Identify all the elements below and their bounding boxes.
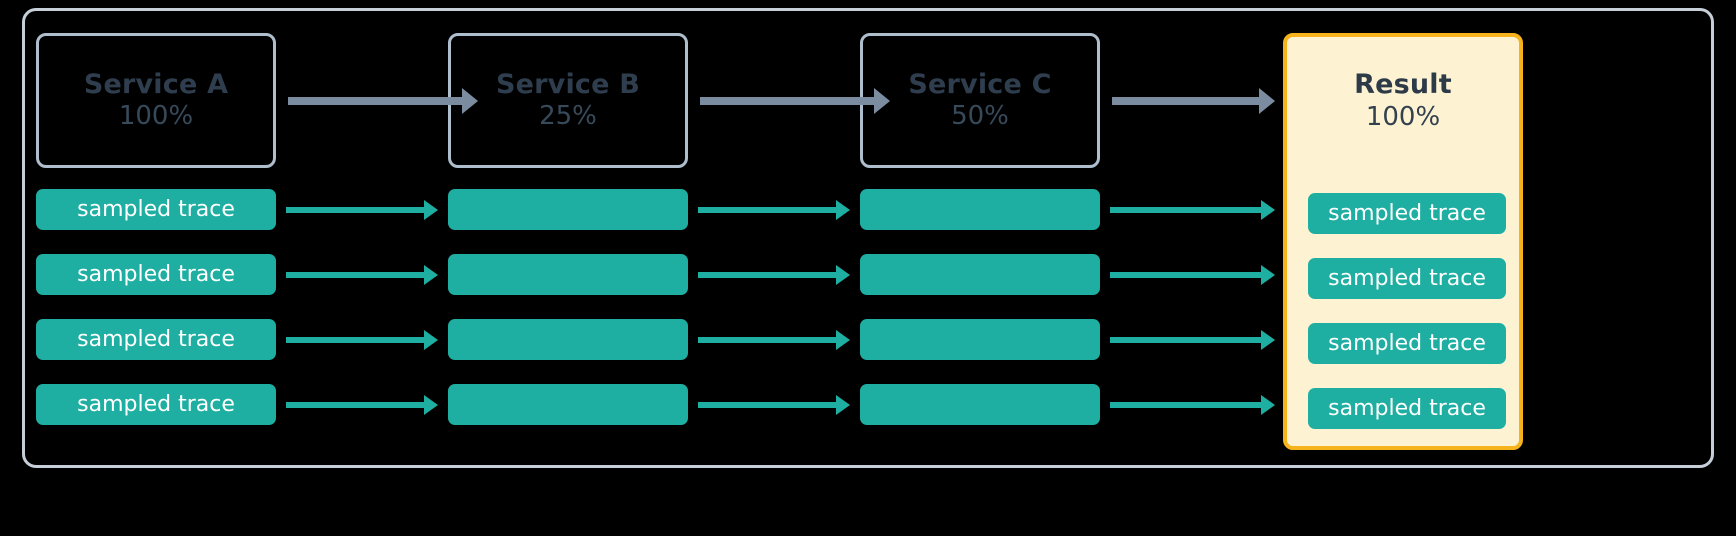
- result-percent: 100%: [1365, 101, 1441, 132]
- flow-arrow-icon: [1112, 88, 1275, 114]
- trace-bar[interactable]: [860, 384, 1100, 425]
- trace-arrow-icon: [286, 395, 438, 415]
- arrow-shaft: [286, 272, 425, 278]
- arrow-shaft: [700, 97, 875, 105]
- trace-bar[interactable]: sampled trace: [36, 319, 276, 360]
- arrow-shaft: [1110, 402, 1262, 408]
- trace-bar[interactable]: [448, 384, 688, 425]
- column-result: Result 100% sampled trace sampled trace …: [1283, 0, 1523, 536]
- arrow-head: [836, 330, 850, 350]
- result-name: Result: [1354, 69, 1452, 101]
- arrow-shaft: [698, 272, 837, 278]
- column-service-a: Service A 100% sampled trace sampled tra…: [36, 0, 276, 536]
- arrow-head: [462, 88, 478, 114]
- trace-label: sampled trace: [77, 326, 235, 352]
- trace-label: sampled trace: [1328, 395, 1486, 421]
- trace-bar[interactable]: sampled trace: [1308, 193, 1506, 234]
- arrow-shaft: [1112, 97, 1260, 105]
- service-name: Service B: [495, 68, 641, 100]
- diagram-outer-frame: [22, 8, 1714, 468]
- trace-label: sampled trace: [77, 261, 235, 287]
- trace-bar[interactable]: sampled trace: [36, 254, 276, 295]
- trace-bar[interactable]: sampled trace: [36, 384, 276, 425]
- arrow-head: [1259, 88, 1275, 114]
- arrow-head: [836, 200, 850, 220]
- trace-label: sampled trace: [77, 391, 235, 417]
- trace-arrow-icon: [1110, 200, 1275, 220]
- service-box-service-b[interactable]: Service B 25%: [448, 33, 688, 168]
- trace-arrow-icon: [698, 395, 850, 415]
- trace-label: sampled trace: [1328, 330, 1486, 356]
- service-box-service-a[interactable]: Service A 100%: [36, 33, 276, 168]
- trace-arrow-icon: [286, 265, 438, 285]
- trace-arrow-icon: [1110, 265, 1275, 285]
- arrow-head: [424, 330, 438, 350]
- trace-arrow-icon: [698, 200, 850, 220]
- arrow-head: [1261, 200, 1275, 220]
- arrow-shaft: [1110, 337, 1262, 343]
- arrow-head: [424, 265, 438, 285]
- trace-bar[interactable]: sampled trace: [36, 189, 276, 230]
- flow-arrow-icon: [288, 88, 478, 114]
- service-name: Service A: [83, 68, 229, 100]
- arrow-head: [874, 88, 890, 114]
- arrow-head: [1261, 330, 1275, 350]
- trace-arrow-icon: [1110, 395, 1275, 415]
- service-percent: 100%: [118, 101, 194, 132]
- flow-arrow-icon: [700, 88, 890, 114]
- service-percent: 50%: [951, 101, 1009, 132]
- service-name: Service C: [908, 68, 1052, 100]
- trace-bar[interactable]: [860, 319, 1100, 360]
- trace-label: sampled trace: [1328, 265, 1486, 291]
- trace-arrow-icon: [698, 330, 850, 350]
- arrow-shaft: [286, 207, 425, 213]
- trace-label: sampled trace: [1328, 200, 1486, 226]
- arrow-head: [836, 265, 850, 285]
- service-percent: 25%: [539, 101, 597, 132]
- result-header: Result 100%: [1287, 37, 1519, 165]
- column-service-b: Service B 25%: [448, 0, 688, 536]
- arrow-shaft: [286, 402, 425, 408]
- arrow-head: [424, 395, 438, 415]
- arrow-shaft: [698, 337, 837, 343]
- arrow-shaft: [698, 402, 837, 408]
- arrow-head: [1261, 395, 1275, 415]
- arrow-shaft: [288, 97, 463, 105]
- trace-bar[interactable]: [860, 189, 1100, 230]
- arrow-shaft: [1110, 207, 1262, 213]
- arrow-shaft: [1110, 272, 1262, 278]
- trace-arrow-icon: [1110, 330, 1275, 350]
- result-panel[interactable]: Result 100% sampled trace sampled trace …: [1283, 33, 1523, 450]
- trace-bar[interactable]: [448, 254, 688, 295]
- arrow-shaft: [698, 207, 837, 213]
- arrow-shaft: [286, 337, 425, 343]
- trace-label: sampled trace: [77, 196, 235, 222]
- trace-arrow-icon: [286, 330, 438, 350]
- trace-bar[interactable]: [860, 254, 1100, 295]
- trace-bar[interactable]: [448, 189, 688, 230]
- service-box-service-c[interactable]: Service C 50%: [860, 33, 1100, 168]
- trace-arrow-icon: [286, 200, 438, 220]
- trace-bar[interactable]: sampled trace: [1308, 323, 1506, 364]
- trace-bar[interactable]: sampled trace: [1308, 388, 1506, 429]
- trace-arrow-icon: [698, 265, 850, 285]
- column-service-c: Service C 50%: [860, 0, 1100, 536]
- trace-bar[interactable]: sampled trace: [1308, 258, 1506, 299]
- arrow-head: [836, 395, 850, 415]
- arrow-head: [424, 200, 438, 220]
- trace-bar[interactable]: [448, 319, 688, 360]
- arrow-head: [1261, 265, 1275, 285]
